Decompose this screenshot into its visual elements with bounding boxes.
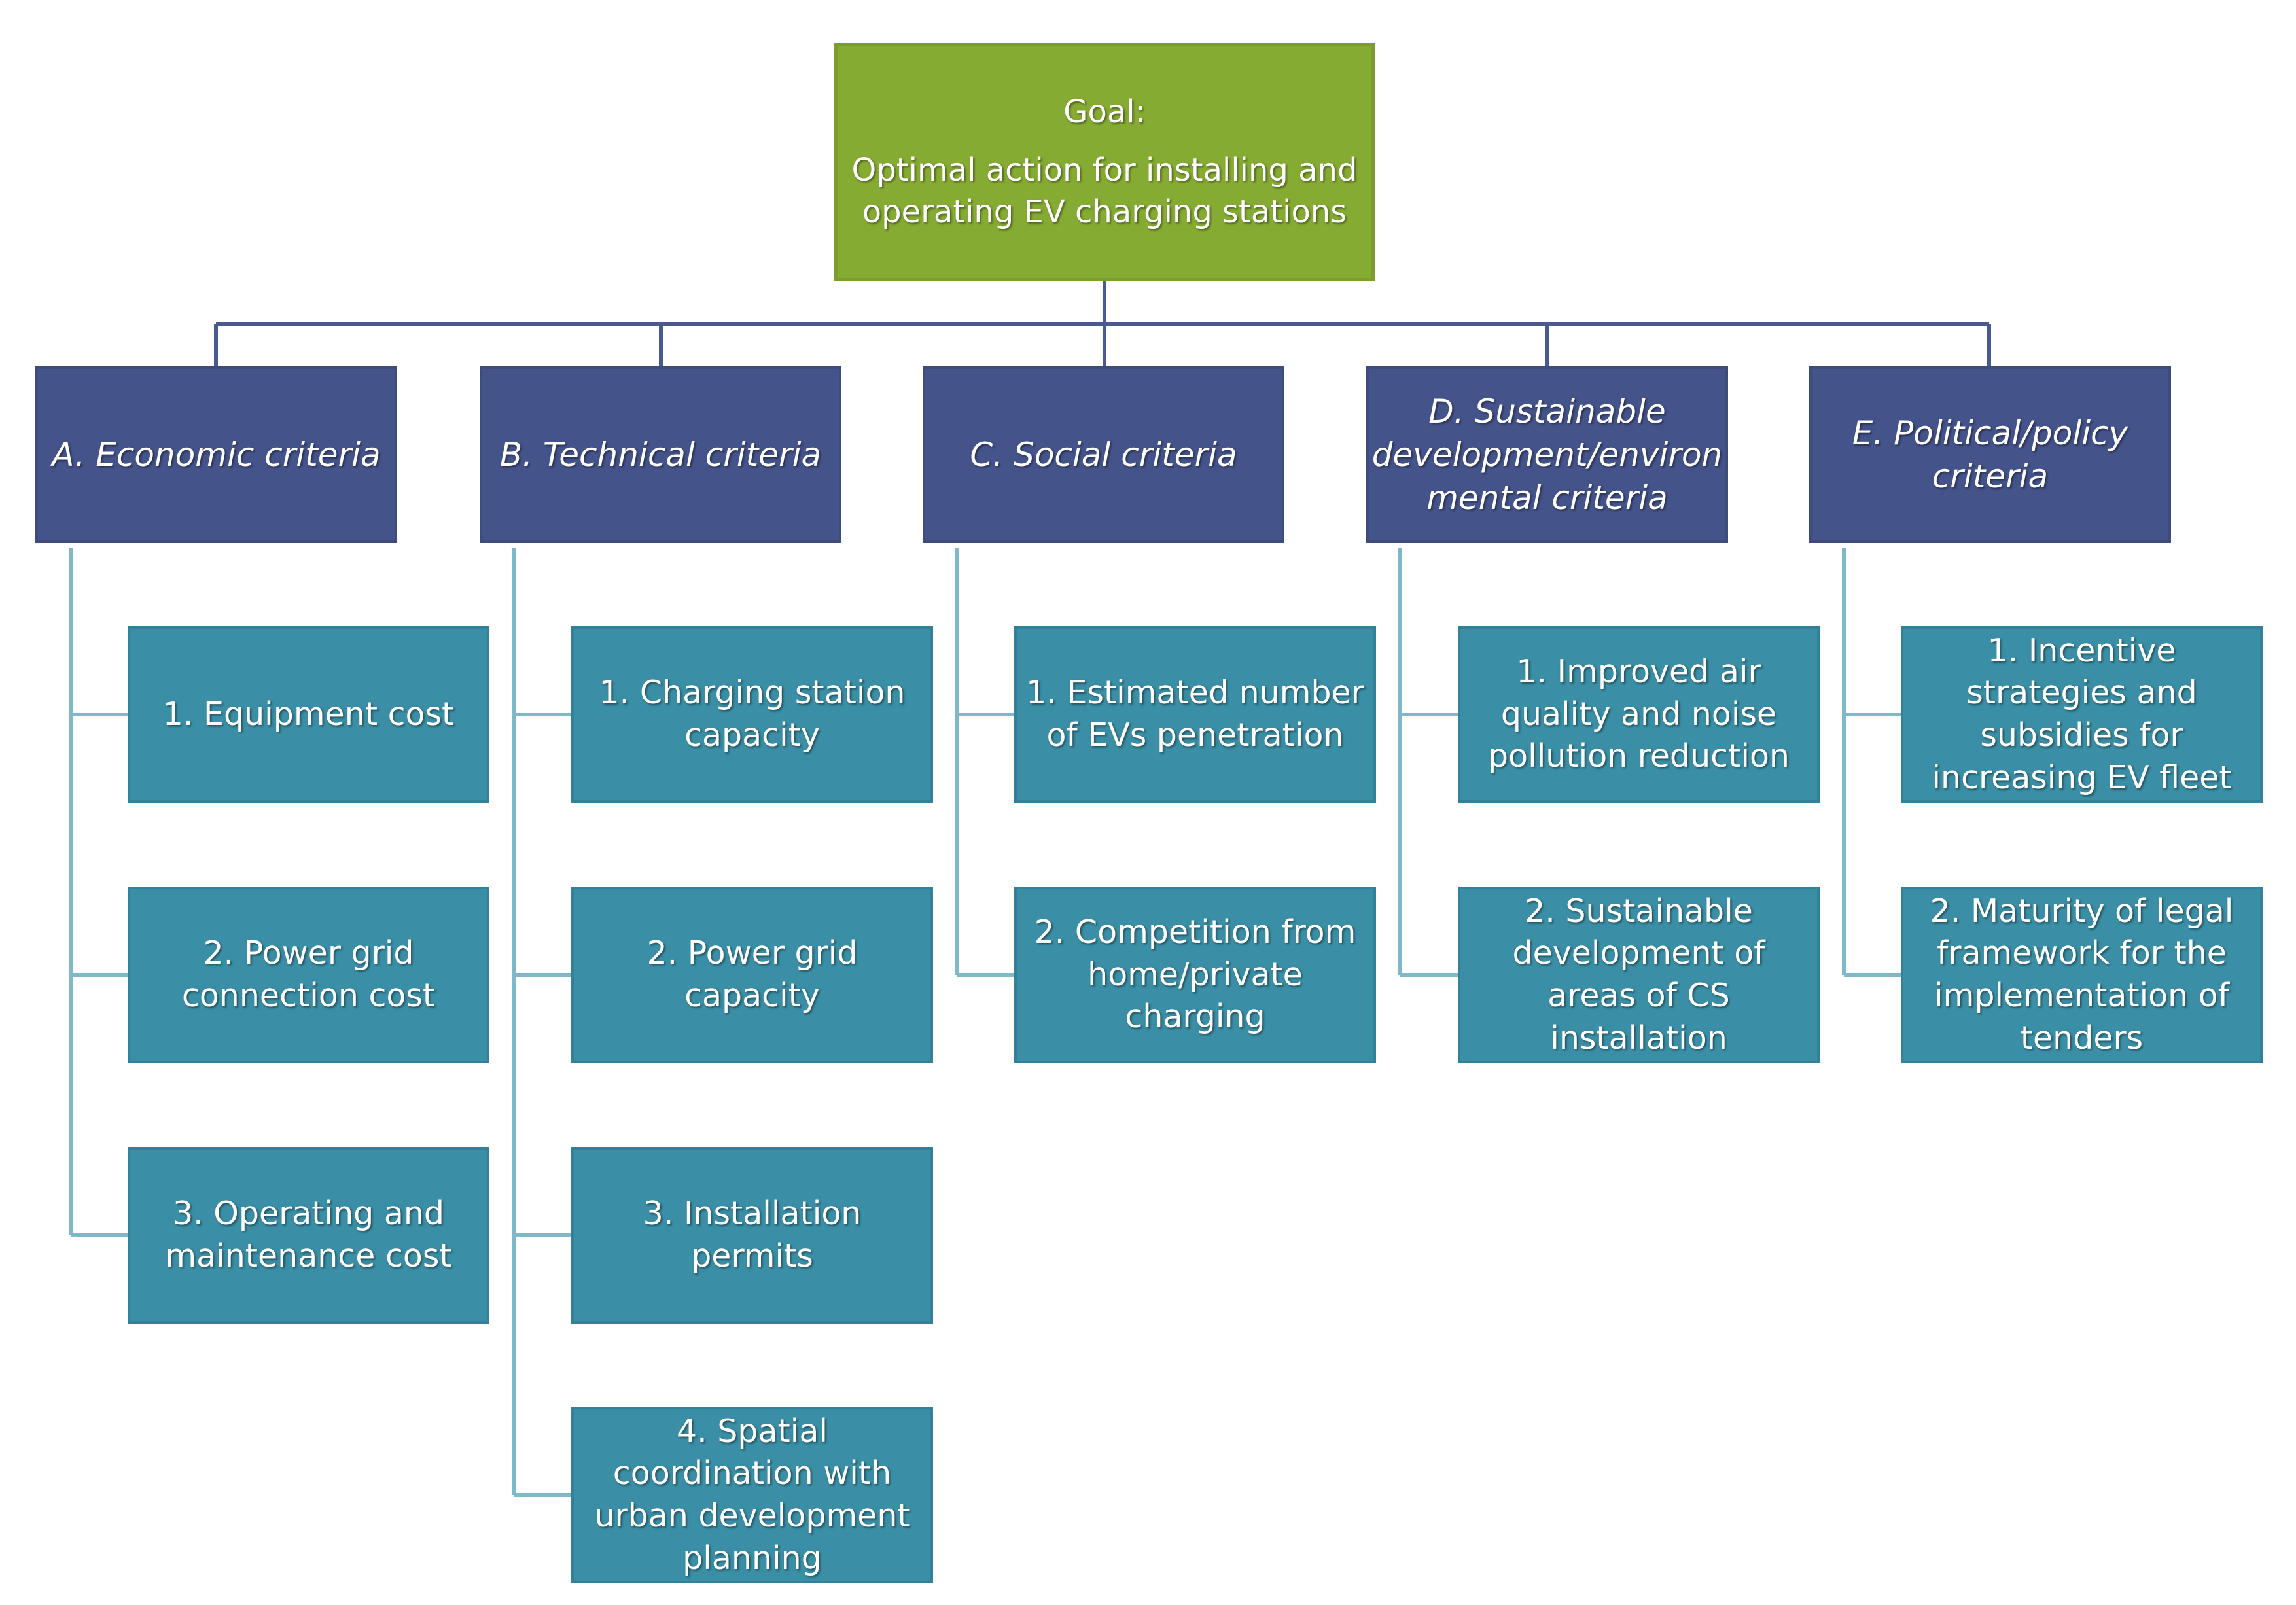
criterion-sustainable-development: D. Sustainable development/environ menta… xyxy=(1366,366,1728,543)
subcriterion-air-quality-noise: 1. Improved air quality and noise pollut… xyxy=(1458,626,1820,803)
goal-to-criteria-connectors xyxy=(214,281,1991,366)
goal-box: Goal: Optimal action for installing and … xyxy=(834,43,1375,281)
subcriterion-sustainable-areas: 2. Sustainable development of areas of C… xyxy=(1458,887,1820,1063)
subcriterion-operating-maintenance-cost: 3. Operating and maintenance cost xyxy=(128,1147,489,1324)
subcriterion-equipment-cost: 1. Equipment cost xyxy=(128,626,489,803)
subcriterion-charging-station-capacity: 1. Charging station capacity xyxy=(571,626,933,803)
criteria-to-subcriteria-connectors xyxy=(69,548,1901,1497)
goal-text: Optimal action for installing and operat… xyxy=(851,152,1358,230)
subcriterion-legal-framework: 2. Maturity of legal framework for the i… xyxy=(1901,887,2263,1063)
criterion-technical: B. Technical criteria xyxy=(480,366,841,543)
subcriterion-incentive-strategies: 1. Incentive strategies and subsidies fo… xyxy=(1901,626,2263,803)
subcriterion-ev-penetration: 1. Estimated number of EVs penetration xyxy=(1014,626,1376,803)
subcriterion-installation-permits: 3. Installation permits xyxy=(571,1147,933,1324)
criterion-social: C. Social criteria xyxy=(923,366,1284,543)
subcriterion-spatial-coordination: 4. Spatial coordination with urban devel… xyxy=(571,1407,933,1583)
subcriterion-power-grid-connection-cost: 2. Power grid connection cost xyxy=(128,887,489,1063)
subcriterion-power-grid-capacity: 2. Power grid capacity xyxy=(571,887,933,1063)
criterion-economic: A. Economic criteria xyxy=(35,366,397,543)
criterion-political-policy: E. Political/policy criteria xyxy=(1809,366,2171,543)
goal-title: Goal: xyxy=(1063,93,1146,130)
subcriterion-home-charging-competition: 2. Competition from home/private chargin… xyxy=(1014,887,1376,1063)
